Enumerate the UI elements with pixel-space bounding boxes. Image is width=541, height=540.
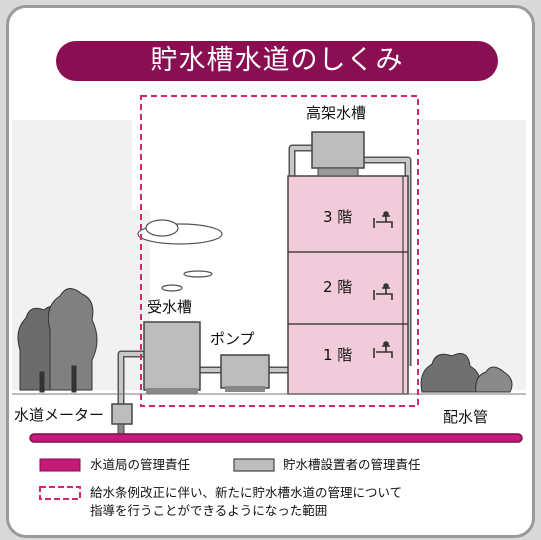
receiving-tank <box>143 321 201 394</box>
cloud-icon <box>183 270 213 278</box>
water-meter-label: 水道メーター <box>14 406 105 424</box>
legend-range-text-line2: 指導を行うことができるようになった範囲 <box>90 503 328 518</box>
pump <box>220 354 270 392</box>
elevated-tank-label: 高架水槽 <box>306 104 367 122</box>
faucet-icon <box>373 283 393 300</box>
floor-label-1: 1 階 <box>323 346 353 364</box>
legend-owner-text: 貯水槽設置者の管理責任 <box>283 457 421 472</box>
legend-swatch-owner <box>233 458 275 472</box>
diagram-title: 貯水槽水道のしくみ <box>56 41 498 81</box>
elevated-tank <box>311 131 365 177</box>
tree-icon <box>420 353 513 393</box>
cloud-icon <box>137 219 223 245</box>
guidance-range-border <box>140 95 419 407</box>
main-pipe <box>29 433 523 443</box>
cloud-icon <box>161 284 183 292</box>
water-meter <box>111 403 133 435</box>
pump-label: ポンプ <box>210 330 255 348</box>
legend-range-text-line1: 給水条例改正に伴い、新たに貯水槽水道の管理について <box>90 485 403 500</box>
floor-label-3: 3 階 <box>323 208 353 226</box>
legend-swatch-range <box>39 486 81 500</box>
faucet-icon <box>373 341 393 358</box>
legend-bureau-text: 水道局の管理責任 <box>90 457 191 472</box>
receiving-tank-label: 受水槽 <box>147 298 193 316</box>
legend-swatch-bureau <box>39 458 81 472</box>
tree-icon <box>17 288 98 393</box>
faucet-icon <box>373 211 393 228</box>
floor-label-2: 2 階 <box>323 278 353 296</box>
main-pipe-label: 配水管 <box>443 408 489 426</box>
